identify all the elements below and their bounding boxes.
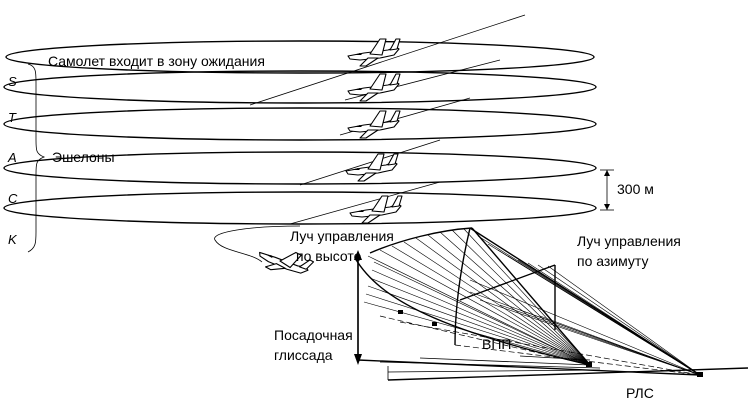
level-label-k: K (8, 232, 18, 247)
runway-label: ВПП (482, 336, 511, 352)
orbit-level-5 (3, 191, 597, 225)
separation-label: 300 м (617, 181, 654, 197)
entry-label: Самолет входит в зону ожидания (48, 53, 265, 69)
glidepath-label-line1: Посадочная (274, 327, 353, 343)
radar-beams (354, 227, 749, 381)
level-label-a: A (7, 150, 17, 165)
radar-label: РЛС (626, 385, 654, 400)
curly-brace (27, 63, 46, 253)
orbit-level-4 (3, 151, 597, 185)
level-label-s: S (8, 74, 17, 89)
azimuth-beam-label-line1: Луч управления (577, 233, 681, 249)
level-label-t: T (8, 110, 17, 125)
orbit-level-2 (3, 70, 597, 104)
dimension-arrow (600, 169, 614, 211)
holding-orbits (3, 40, 597, 225)
orbit-level-1 (5, 40, 595, 74)
aircraft-icon (347, 110, 401, 139)
orbit-level-3 (3, 107, 597, 141)
glide-beam-label-line1: Луч управления (290, 228, 394, 244)
azimuth-beam-label-line2: по азимуту (577, 253, 648, 269)
level-label-c: C (8, 191, 18, 206)
echelons-label: Эшелоны (52, 149, 115, 165)
aircraft-icon (347, 38, 401, 67)
glide-beam-label-line2: по высоте (296, 248, 362, 264)
glidepath-label-line2: глиссада (274, 347, 333, 363)
